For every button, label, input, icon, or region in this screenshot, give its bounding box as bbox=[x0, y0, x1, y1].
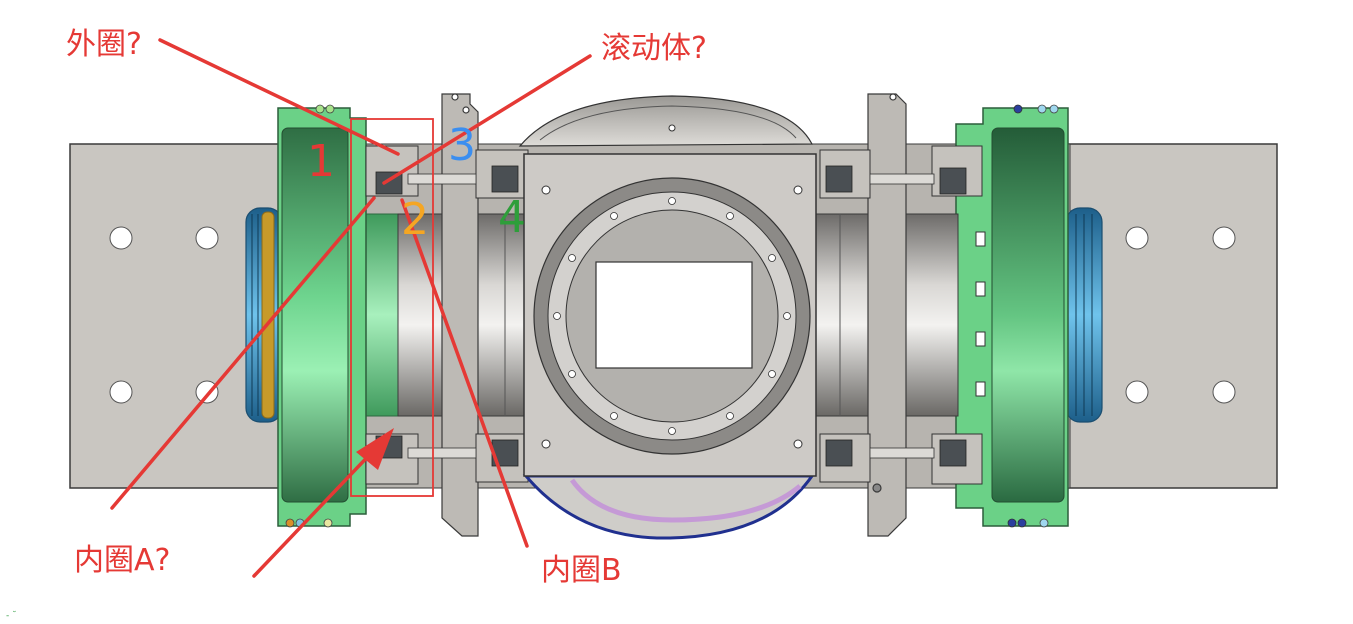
arrow-rolling-body bbox=[382, 54, 592, 185]
part-number-2: 2 bbox=[401, 194, 429, 245]
rolling-body-label: 滚动体? bbox=[601, 31, 707, 66]
flange-left bbox=[277, 104, 367, 528]
svg-text:- ˘: - ˘ bbox=[6, 610, 17, 620]
arrow-outer-ring bbox=[158, 38, 400, 156]
inner-ring-a-label: 内圈A? bbox=[74, 543, 171, 578]
seal-left bbox=[245, 207, 283, 423]
inner-ring-b-label: 内圈B bbox=[541, 553, 622, 588]
part-number-1: 1 bbox=[307, 136, 335, 187]
arrow-bottom bbox=[252, 446, 378, 578]
drum-dome bbox=[518, 95, 815, 540]
bearing-plate-right bbox=[867, 93, 907, 537]
part-number-3: 3 bbox=[448, 120, 476, 171]
base-plate-right bbox=[1067, 143, 1278, 489]
bearing-plate-left bbox=[441, 93, 479, 537]
flange-right bbox=[955, 104, 1069, 528]
central-housing bbox=[523, 153, 817, 477]
seal-right bbox=[1065, 207, 1103, 423]
arrow-inner-ring-a bbox=[110, 196, 376, 510]
highlight-box bbox=[350, 118, 434, 497]
arrow-inner-ring-b bbox=[400, 198, 529, 548]
part-number-4: 4 bbox=[498, 192, 526, 243]
outer-ring-label: 外圈? bbox=[66, 27, 142, 62]
arrowhead bbox=[356, 428, 394, 470]
